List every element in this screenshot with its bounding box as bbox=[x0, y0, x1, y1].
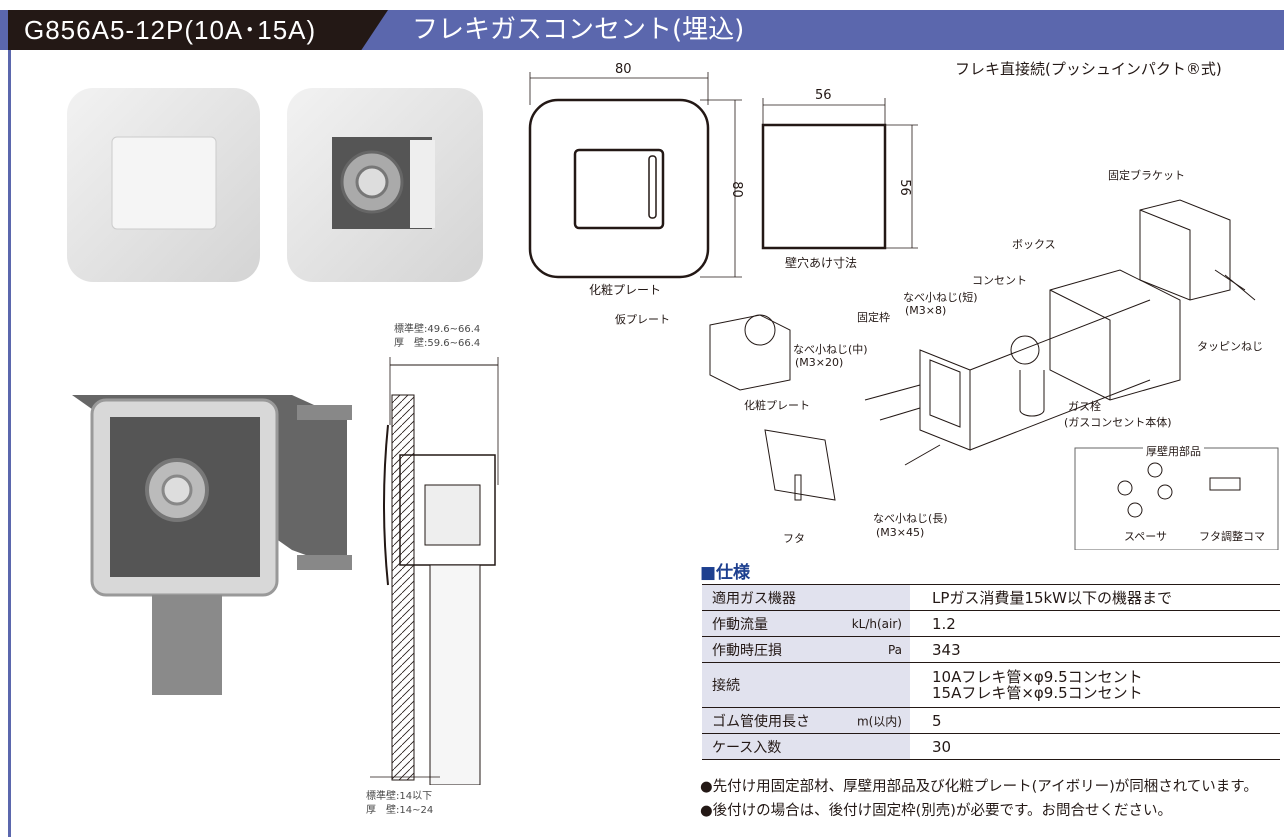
label-screw-mid-size: (M3×20) bbox=[795, 356, 844, 369]
row-value: 343 bbox=[910, 636, 1280, 663]
installed-box-photo bbox=[72, 395, 352, 695]
section-top-note-1: 標準壁:49.6~66.4 bbox=[394, 324, 481, 335]
row-value: LPガス消費量15kW以下の機器まで bbox=[910, 584, 1280, 611]
row-label: ケース入数 bbox=[712, 739, 782, 756]
row-label: 作動流量 bbox=[712, 616, 768, 633]
page-border bbox=[8, 50, 11, 837]
page-title: フレキガスコンセント(埋込) bbox=[412, 15, 745, 45]
hole-label: 壁穴あけ寸法 bbox=[785, 256, 858, 270]
label-lid-adjuster: フタ調整コマ bbox=[1199, 530, 1265, 543]
row-unit: m(以内) bbox=[856, 714, 902, 728]
row-label: ゴム管使用長さ bbox=[712, 713, 810, 730]
section-bottom-note-2: 厚 壁:14~24 bbox=[366, 805, 434, 816]
label-cover-plate: 化粧プレート bbox=[744, 399, 810, 412]
plate-label: 化粧プレート bbox=[589, 283, 662, 297]
table-row: 作動流量 kL/h(air) 1.2 bbox=[702, 610, 1280, 637]
label-spacer: スペーサ bbox=[1124, 530, 1168, 543]
label-tapping-screw: タッピンねじ bbox=[1197, 340, 1263, 353]
label-screw-long-size: (M3×45) bbox=[876, 526, 925, 539]
spec-table: 適用ガス機器 LPガス消費量15kW以下の機器まで 作動流量 kL/h(air) 1.… bbox=[702, 584, 1280, 760]
table-row: 適用ガス機器 LPガス消費量15kW以下の機器まで bbox=[702, 584, 1280, 611]
label-box: ボックス bbox=[1012, 238, 1056, 251]
section-bottom-note-1: 標準壁:14以下 bbox=[366, 791, 433, 802]
label-bracket: 固定ブラケット bbox=[1108, 169, 1185, 182]
label-valve-sub: (ガスコンセント本体) bbox=[1064, 416, 1172, 429]
row-label: 作動時圧損 bbox=[712, 642, 782, 659]
row-value-2: 15Aフレキ管×φ9.5コンセント bbox=[932, 684, 1143, 702]
row-value: 10Aフレキ管×φ9.5コンセント bbox=[932, 668, 1143, 686]
exploded-view-diagram bbox=[709, 199, 1279, 550]
label-thick-parts: 厚壁用部品 bbox=[1143, 443, 1204, 459]
plate-width: 80 bbox=[615, 62, 632, 77]
dimension-drawing bbox=[528, 72, 918, 279]
label-valve: ガス栓 bbox=[1068, 400, 1101, 413]
table-row: 作動時圧損 Pa 343 bbox=[702, 636, 1280, 663]
row-value: 1.2 bbox=[910, 610, 1280, 637]
hole-width: 56 bbox=[815, 88, 832, 103]
table-row: ゴム管使用長さ m(以内) 5 bbox=[702, 707, 1280, 734]
section-top-note-2: 厚 壁:59.6~66.4 bbox=[394, 338, 481, 349]
row-unit: kL/h(air) bbox=[851, 616, 902, 631]
product-photos bbox=[67, 88, 483, 282]
label-screw-long: なべ小ねじ(長) bbox=[873, 512, 948, 525]
row-unit: Pa bbox=[887, 642, 902, 657]
subtitle: フレキ直接続(プッシュインパクト®式) bbox=[955, 60, 1222, 78]
row-value: 30 bbox=[910, 733, 1280, 760]
section-drawing bbox=[370, 357, 499, 785]
note-2: ●後付けの場合は、後付け固定枠(別売)が必要です。お問合せください。 bbox=[700, 803, 1173, 819]
label-temp-plate: 仮プレート bbox=[615, 313, 670, 326]
label-frame: 固定枠 bbox=[857, 311, 890, 324]
row-label: 接続 bbox=[712, 678, 740, 694]
spec-heading: ■仕様 bbox=[700, 563, 751, 583]
label-screw-short-size: (M3×8) bbox=[905, 304, 947, 317]
label-screw-mid: なべ小ねじ(中) bbox=[793, 343, 868, 356]
row-label: 適用ガス機器 bbox=[712, 590, 796, 607]
model-number: G856A5-12P(10A･15A) bbox=[8, 10, 388, 50]
table-row: ケース入数 30 bbox=[702, 733, 1280, 760]
label-lid: フタ bbox=[783, 532, 805, 545]
note-1: ●先付け用固定部材、厚壁用部品及び化粧プレート(アイボリー)が同梱されています。 bbox=[700, 779, 1258, 795]
label-screw-short: なべ小ねじ(短) bbox=[903, 291, 978, 304]
row-value: 5 bbox=[910, 707, 1280, 734]
label-outlet: コンセント bbox=[972, 274, 1027, 287]
